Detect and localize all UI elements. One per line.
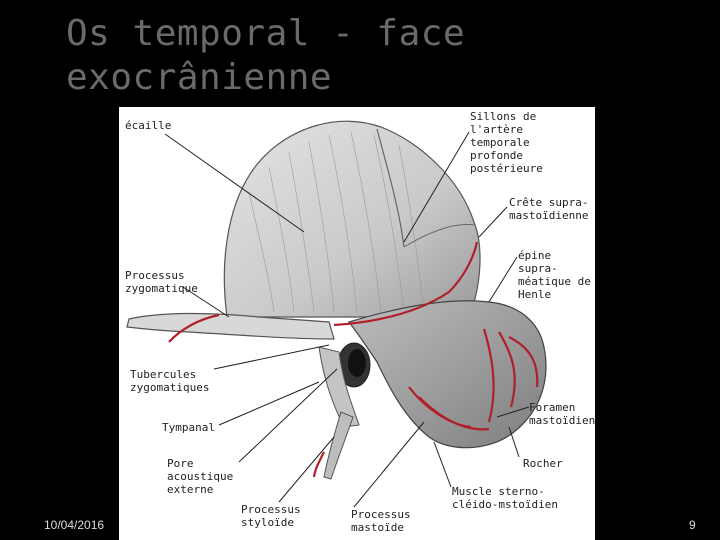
label-crete: Crête supra- mastoïdienne xyxy=(509,196,589,222)
label-tympanal: Tympanal xyxy=(162,421,215,434)
temporal-bone-illustration xyxy=(126,120,547,508)
label-processus-zygomatique: Processus zygomatique xyxy=(125,269,198,295)
slide-title: Os temporal - face exocrânienne xyxy=(66,12,506,100)
muscle-insertion-lines xyxy=(168,241,539,478)
label-foramen: Foramen mastoïdien xyxy=(529,401,595,427)
title-line-1: Os temporal - face xyxy=(66,13,466,54)
slide-page-number: 9 xyxy=(689,518,696,532)
styloid-process-shape xyxy=(323,411,354,480)
label-pore: Pore acoustique externe xyxy=(167,457,234,496)
temporal-bone-figure: écaille Sillons de l'artère temporale pr… xyxy=(119,107,595,540)
slide-date: 10/04/2016 xyxy=(44,518,105,532)
label-rocher: Rocher xyxy=(523,457,563,470)
label-styloide: Processus styloïde xyxy=(241,503,301,529)
label-muscle: Muscle sterno- cléido-mstoïdien xyxy=(452,485,558,511)
mastoid-region-shape xyxy=(347,300,547,449)
title-line-2: exocrânienne xyxy=(66,57,333,98)
label-tubercules: Tubercules zygomatiques xyxy=(130,368,210,394)
leader-lines xyxy=(164,131,530,508)
label-sillons: Sillons de l'artère temporale profonde p… xyxy=(470,110,543,175)
tympanal-shape xyxy=(318,346,360,428)
label-mastoide: Processus mastoïde xyxy=(351,508,411,534)
squama-shape xyxy=(223,120,481,318)
zygomatic-process-shape xyxy=(126,312,335,340)
squama-striations xyxy=(248,131,425,313)
label-ecaille: écaille xyxy=(125,119,172,132)
label-epine: épine supra- méatique de Henle xyxy=(518,249,591,301)
